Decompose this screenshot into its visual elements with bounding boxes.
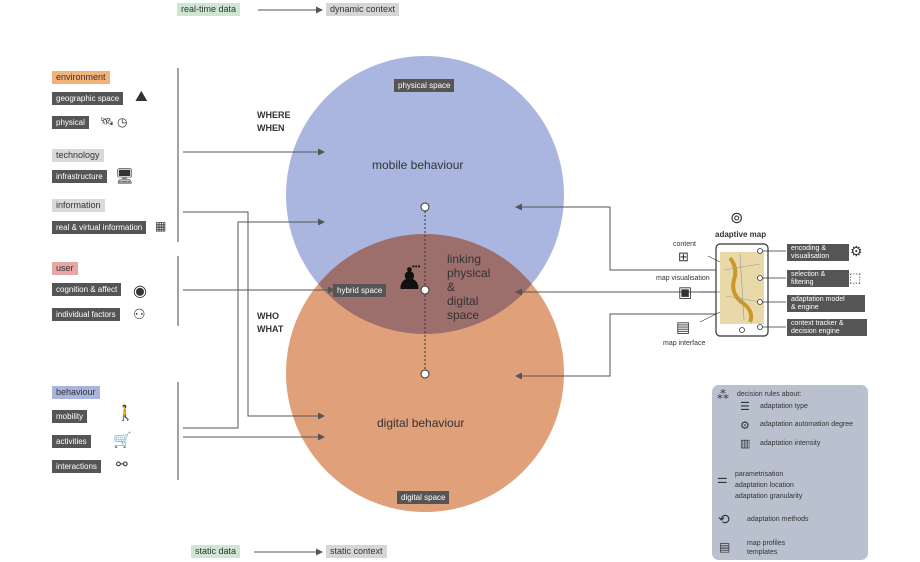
methods-cycle-icon: ⟲ (718, 511, 730, 527)
geographic-space-tag: geographic space (52, 92, 124, 105)
map-profiles: map profiles (747, 540, 786, 547)
map-interface-label: map interface (663, 340, 706, 347)
computer-icon: 🖥 (115, 168, 135, 185)
encoding-tag: encoding & visualisation (787, 244, 849, 261)
adaptation-methods: adaptation methods (747, 516, 809, 523)
parametrisation: parametrisation (735, 471, 784, 478)
adaptation-model-line-2: & engine (791, 304, 819, 311)
list-icon: ☰ (740, 401, 750, 413)
map-visualisation-icon: ▣ (678, 284, 693, 301)
user-label: user (52, 262, 78, 275)
templates: templates (747, 549, 778, 556)
calendar-icon: ▦ (155, 219, 167, 233)
information-label: information (52, 199, 105, 212)
context-tracker-line-2: decision engine (791, 328, 840, 335)
adaptive-map-title: adaptive map (715, 230, 767, 239)
technology-label: technology (52, 149, 104, 162)
clock-icon: ◷ (117, 115, 128, 129)
encoding-line-1: encoding & (791, 245, 827, 252)
linking-line-3: & (447, 280, 456, 294)
bar-chart-icon: ▥ (740, 438, 751, 450)
cognition-tag: cognition & affect (52, 283, 122, 296)
selection-tag: selection & filtering (787, 270, 849, 287)
linking-line-1: linking (447, 252, 482, 266)
content-tree-icon: ⊞ (678, 249, 689, 264)
adaptation-automation-degree: adaptation automation degree (760, 421, 854, 428)
adaptation-type: adaptation type (760, 403, 808, 410)
linking-line-5: space (447, 308, 480, 322)
hybrid-space-tag: hybrid space (333, 284, 387, 297)
static-data-label: static data (191, 545, 241, 558)
when-label: WHEN (257, 123, 285, 133)
context-tracker-tag: context tracker & decision engine (787, 319, 867, 336)
satellite-icon: 🛰 (100, 116, 114, 128)
selection-line-1: selection & (791, 271, 826, 278)
selection-line-2: filtering (791, 279, 814, 286)
decision-panel (712, 385, 868, 560)
physical-tag: physical (52, 116, 89, 129)
interactions-tag: interactions (52, 460, 101, 473)
adaptation-model-line-1: adaptation model (791, 296, 845, 303)
person-icon: ♟ (396, 263, 423, 296)
realtime-data-label: real-time data (177, 3, 241, 16)
automation-icon: ⚙ (740, 420, 750, 432)
content-label: content (673, 241, 696, 248)
adaptation-location: adaptation location (735, 482, 794, 489)
physical-space-tag: physical space (394, 79, 455, 92)
sliders-icon: ⚌ (717, 472, 728, 486)
activities-tag: activities (52, 435, 91, 448)
real-virtual-tag: real & virtual information (52, 221, 147, 234)
mobile-behaviour-label: mobile behaviour (372, 158, 464, 172)
what-label: WHAT (257, 324, 284, 334)
behaviour-label: behaviour (52, 386, 100, 399)
adaptation-granularity: adaptation granularity (735, 493, 803, 500)
where-label: WHERE (257, 110, 291, 120)
mobility-tag: mobility (52, 410, 88, 423)
digital-behaviour-label: digital behaviour (377, 416, 465, 430)
shopping-cart-icon: 🛒 (113, 432, 132, 449)
who-label: WHO (257, 311, 279, 321)
speech-dots-icon: ••• (412, 262, 421, 271)
encoding-line-2: visualisation (791, 253, 830, 260)
network-icon: ⚯ (116, 456, 128, 472)
user-factors-icon: ⚇ (133, 306, 146, 322)
linking-line-2: physical (447, 266, 491, 280)
infrastructure-tag: infrastructure (52, 170, 107, 183)
templates-icon: ▤ (719, 540, 731, 554)
static-context-label: static context (326, 545, 387, 558)
adaptation-intensity: adaptation intensity (760, 440, 821, 447)
adaptation-model-tag: adaptation model & engine (787, 295, 865, 312)
decision-title: decision rules about: (737, 391, 802, 398)
gear-icon: ⚙ (850, 243, 863, 259)
map-visualisation-label: map visualisation (656, 275, 710, 282)
walking-icon: 🚶 (116, 405, 135, 422)
environment-label: environment (52, 71, 110, 84)
map-interface-icon: ▤ (676, 319, 691, 336)
decision-rules-icon: ⁂ (717, 388, 729, 402)
digital-space-tag: digital space (397, 491, 450, 504)
linking-text: linking physical & digital space (447, 252, 490, 322)
head-brain-icon: ◉ (133, 283, 147, 300)
map-location-icon: ⛰ (135, 88, 148, 105)
context-tracker-line-1: context tracker & (791, 320, 844, 327)
individual-factors-tag: individual factors (52, 308, 120, 321)
overlap-area (286, 234, 564, 334)
linking-line-4: digital (447, 294, 479, 308)
adaptive-map-icon: ⊚ (730, 210, 744, 227)
dynamic-context-label: dynamic context (326, 3, 400, 16)
selection-cursor-icon: ⬚ (849, 270, 862, 285)
